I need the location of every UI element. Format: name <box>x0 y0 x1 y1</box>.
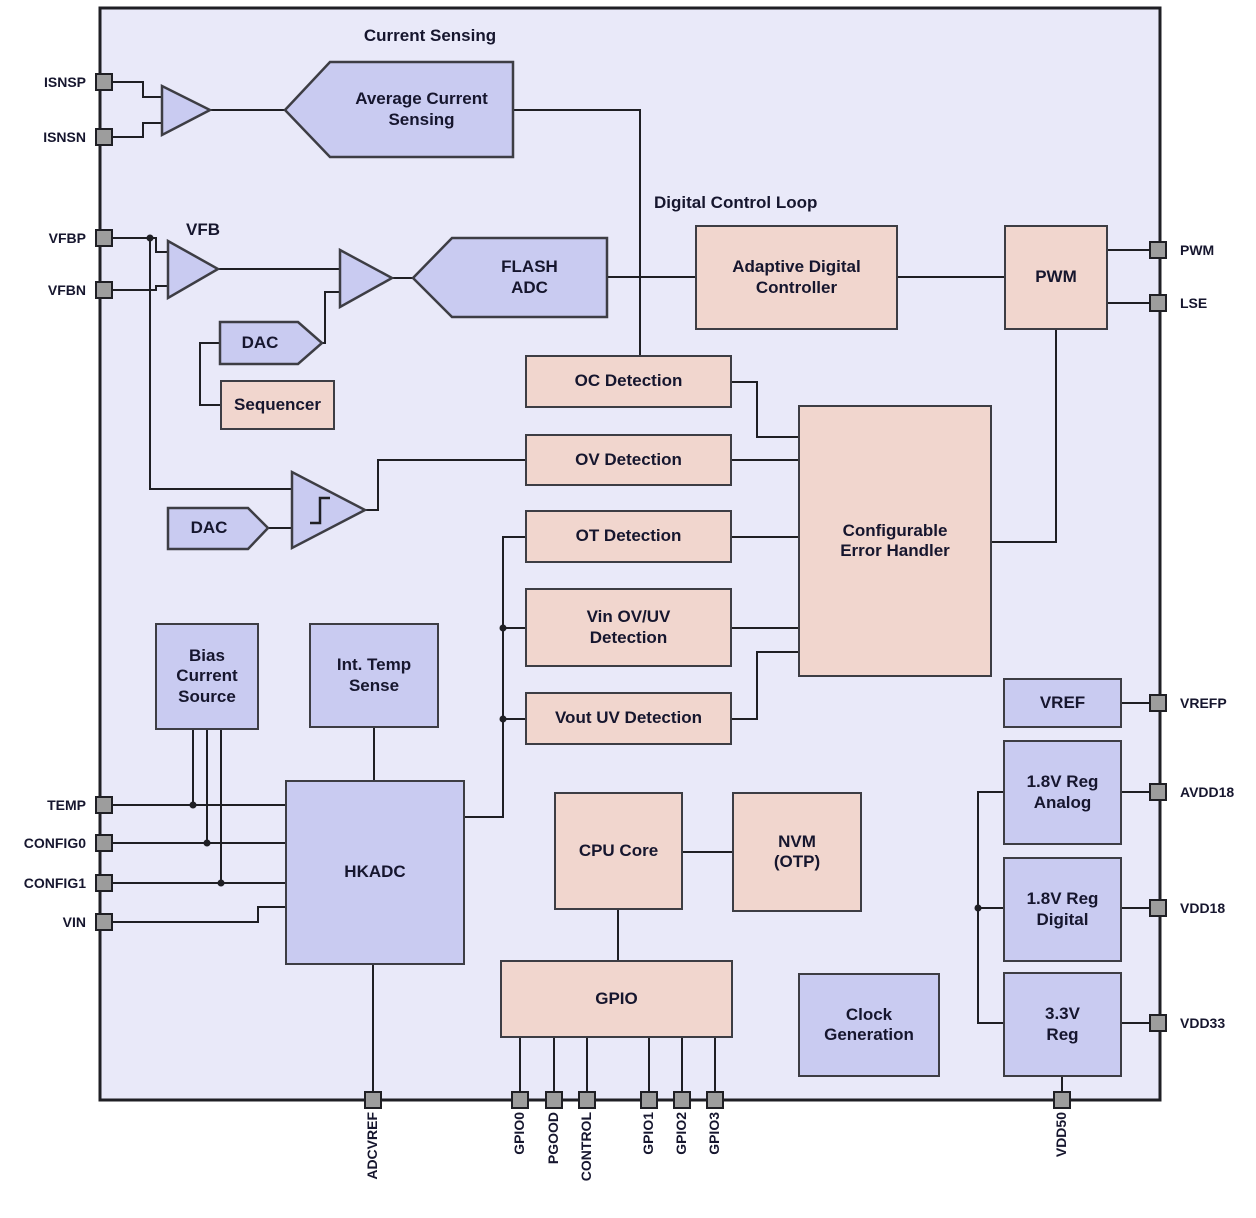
block-cpu-core: CPU Core <box>554 792 683 910</box>
pin-label-temp: TEMP <box>47 797 86 813</box>
pin-label-vrefp: VREFP <box>1180 695 1227 711</box>
amplifiers <box>160 83 395 551</box>
block-clock-generation: Clock Generation <box>798 973 940 1077</box>
pin-label-vfbp: VFBP <box>48 230 86 246</box>
pin-vdd18 <box>1149 899 1167 917</box>
wire-vfbp-to-comparator <box>149 238 292 490</box>
block-vref: VREF <box>1003 678 1122 728</box>
pin-config0 <box>95 834 113 852</box>
pin-label-vin: VIN <box>62 914 86 930</box>
section-digital-control-loop: Digital Control Loop <box>654 193 818 212</box>
pin-label-vdd33: VDD33 <box>1180 1015 1226 1031</box>
wire-detection-bus <box>465 536 525 818</box>
pin-gpio0 <box>511 1091 529 1109</box>
block-adaptive-digital-controller: Adaptive Digital Controller <box>695 225 898 330</box>
dac-top-shape <box>218 320 324 366</box>
flash-adc-shape <box>411 236 609 319</box>
block-int-temp-sense: Int. Temp Sense <box>309 623 439 728</box>
block-nvm-otp: NVM (OTP) <box>732 792 862 912</box>
label-flash-adc: FLASH ADC <box>501 257 558 297</box>
pin-pwm <box>1149 241 1167 259</box>
wire-vin <box>110 906 285 923</box>
pin-vfbn <box>95 281 113 299</box>
pin-label-avdd18: AVDD18 <box>1180 784 1235 800</box>
pin-label-isnsn: ISNSN <box>43 129 86 145</box>
wire-isnsn <box>110 122 162 138</box>
pin-pgood <box>545 1091 563 1109</box>
avg-current-sensing-shape <box>283 60 515 159</box>
pin-isnsn <box>95 128 113 146</box>
wire-bias-taps <box>192 730 222 883</box>
pin-label-gpio3: GPIO3 <box>706 1112 722 1155</box>
hysteresis-icon <box>310 496 330 525</box>
pin-lse <box>1149 294 1167 312</box>
block-33v-reg: 3.3V Reg <box>1003 972 1122 1077</box>
wire-oc-to-handler <box>732 381 798 438</box>
wire-comparator-to-ov <box>365 459 525 511</box>
wire-acs-to-oc <box>513 109 641 355</box>
wire-vfbp <box>110 237 168 253</box>
pin-label-adcvref: ADCVREF <box>364 1112 380 1180</box>
pin-vdd33 <box>1149 1014 1167 1032</box>
wire-pwm-to-handler <box>992 330 1057 543</box>
pin-config1 <box>95 874 113 892</box>
pin-control <box>578 1091 596 1109</box>
pin-adcvref <box>364 1091 382 1109</box>
pentagon-blocks <box>166 60 609 551</box>
block-vin-ovuv-detection: Vin OV/UV Detection <box>525 588 732 667</box>
block-pwm: PWM <box>1004 225 1108 330</box>
section-vfb: VFB <box>186 220 220 239</box>
block-ot-detection: OT Detection <box>525 510 732 563</box>
pin-label-gpio0: GPIO0 <box>511 1112 527 1155</box>
wire-dac-top-to-sequencer <box>199 342 220 406</box>
pin-avdd18 <box>1149 783 1167 801</box>
block-sequencer: Sequencer <box>220 380 335 430</box>
pin-label-control: CONTROL <box>578 1112 594 1182</box>
block-gpio: GPIO <box>500 960 733 1038</box>
block-hkadc: HKADC <box>285 780 465 965</box>
adc-buffer-amp-icon <box>338 247 395 310</box>
pin-label-gpio2: GPIO2 <box>673 1112 689 1155</box>
block-bias-current-source: Bias Current Source <box>155 623 259 730</box>
block-ov-detection: OV Detection <box>525 434 732 486</box>
pin-vdd50 <box>1053 1091 1071 1109</box>
block-vout-uv-detection: Vout UV Detection <box>525 692 732 745</box>
pin-gpio3 <box>706 1091 724 1109</box>
block-18v-reg-digital: 1.8V Reg Digital <box>1003 857 1122 962</box>
block-configurable-error-handler: Configurable Error Handler <box>798 405 992 677</box>
pin-label-vdd50: VDD50 <box>1053 1112 1069 1158</box>
wire-isnsp <box>110 81 162 98</box>
pin-label-gpio1: GPIO1 <box>640 1112 656 1155</box>
pin-vfbp <box>95 229 113 247</box>
pin-gpio1 <box>640 1091 658 1109</box>
pin-isnsp <box>95 73 113 91</box>
block-18v-reg-analog: 1.8V Reg Analog <box>1003 740 1122 845</box>
package-pins <box>95 73 1167 1109</box>
label-avg-current-sensing: Average Current Sensing <box>355 89 488 129</box>
pin-vrefp <box>1149 694 1167 712</box>
wire-gpio-pins <box>519 1038 716 1100</box>
pin-vin <box>95 913 113 931</box>
wire-vfbn <box>110 285 168 291</box>
pin-label-pgood: PGOOD <box>545 1112 561 1165</box>
pin-temp <box>95 796 113 814</box>
section-current-sensing: Current Sensing <box>363 26 497 45</box>
wire-voutuv-to-handler <box>732 651 798 720</box>
label-dac-bottom: DAC <box>190 518 228 538</box>
vfb-amp-icon <box>166 238 221 301</box>
label-dac-top: DAC <box>241 332 279 352</box>
ov-comparator-icon <box>290 469 368 551</box>
pin-label-isnsp: ISNSP <box>43 74 86 90</box>
pin-gpio2 <box>673 1091 691 1109</box>
pin-label-vfbn: VFBN <box>47 282 86 298</box>
pin-label-config1: CONFIG1 <box>23 875 86 891</box>
junction-dots <box>146 234 982 912</box>
block-oc-detection: OC Detection <box>525 355 732 408</box>
pin-label-lse: LSE <box>1180 295 1208 311</box>
pin-label-vdd18: VDD18 <box>1180 900 1226 916</box>
pin-label-pwm: PWM <box>1180 242 1215 258</box>
dac-bottom-shape <box>166 506 270 551</box>
pin-label-config0: CONFIG0 <box>23 835 86 851</box>
current-sense-amp-icon <box>160 83 213 138</box>
